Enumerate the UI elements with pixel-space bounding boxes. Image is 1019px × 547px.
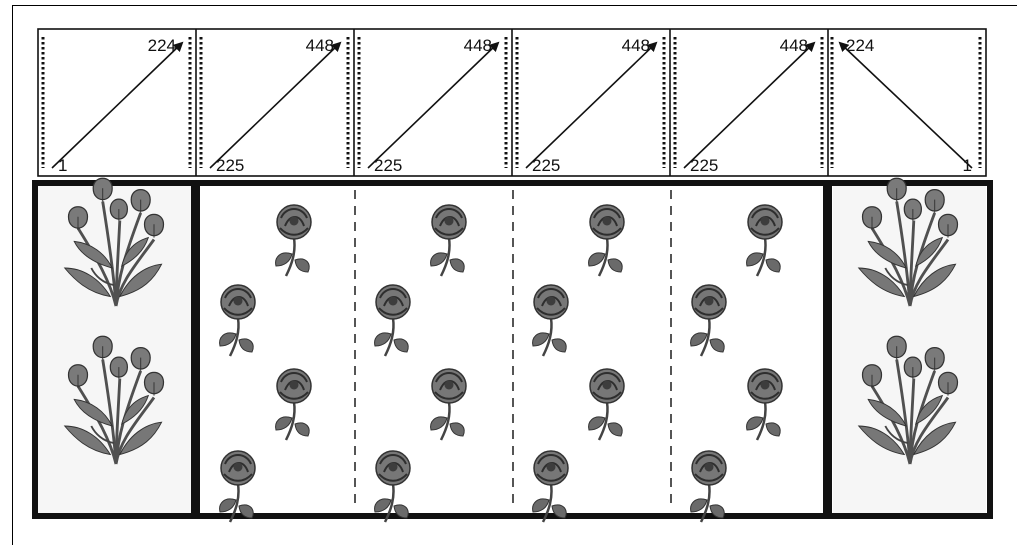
panel-start-label: 1 xyxy=(58,156,67,175)
pattern-strips-row xyxy=(35,178,990,522)
panel-end-label: 448 xyxy=(622,36,650,55)
panel-start-label: 225 xyxy=(532,156,560,175)
panel-start-label: 225 xyxy=(216,156,244,175)
thick-separator-left xyxy=(191,186,200,513)
panel-end-label: 224 xyxy=(148,36,176,55)
panel-end-label: 448 xyxy=(464,36,492,55)
panel-start-label: 225 xyxy=(690,156,718,175)
index-panels-row: 1 224 225 448 225 448 225 448 225 448 1 224 xyxy=(38,29,986,176)
panel-end-label: 448 xyxy=(780,36,808,55)
panel-start-label: 225 xyxy=(374,156,402,175)
panel-end-label: 448 xyxy=(306,36,334,55)
thick-separator-right xyxy=(823,186,832,513)
panel-start-label: 1 xyxy=(963,156,972,175)
panel-end-label: 224 xyxy=(846,36,874,55)
